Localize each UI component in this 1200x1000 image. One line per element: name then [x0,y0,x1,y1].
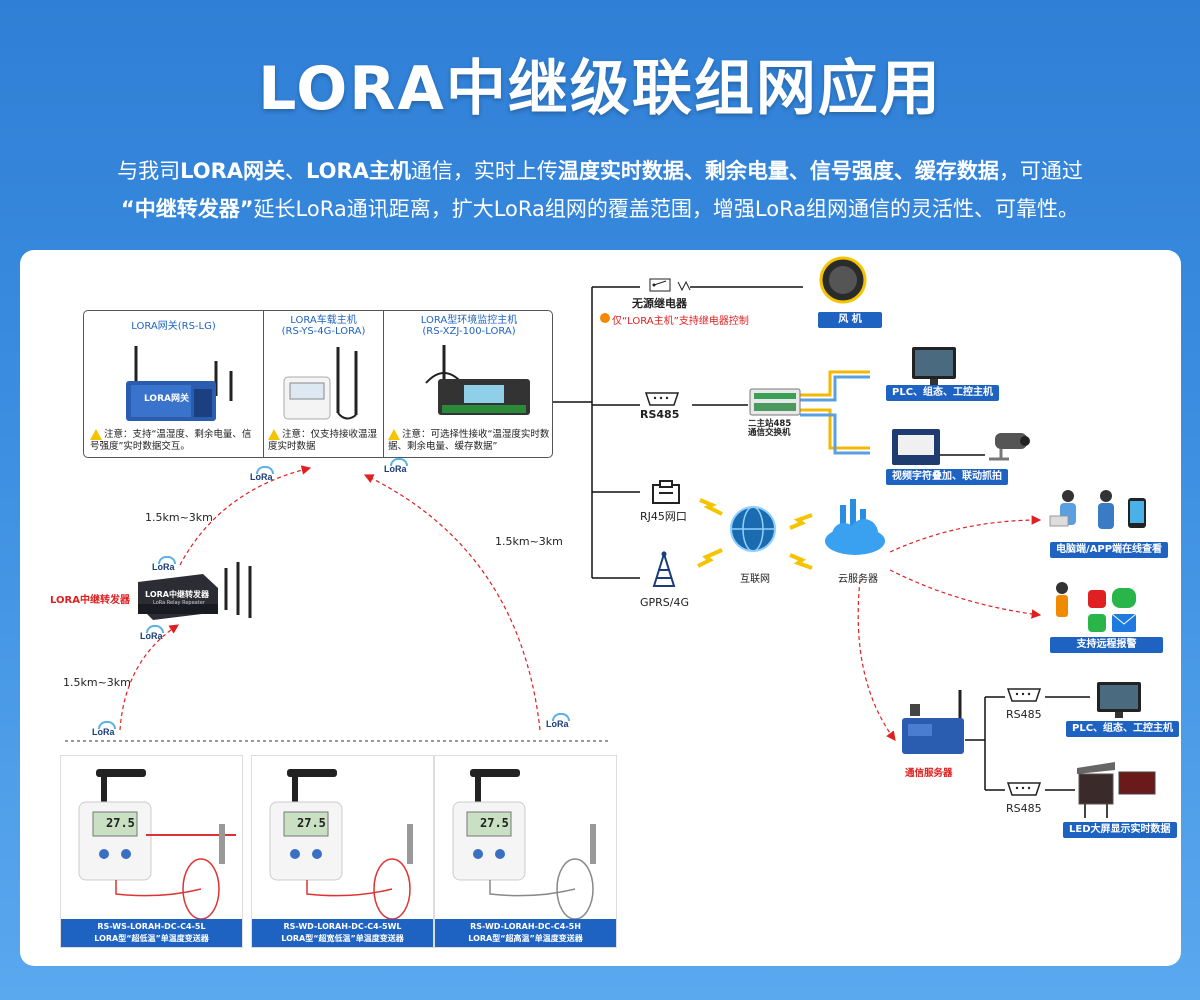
warning-icon [388,429,400,440]
lora-badge: LoRa [546,713,570,729]
host-box: LORA网关(RS-LG) LORA网关 注意：支持“温湿度、剩余电量、信号强度… [83,310,553,458]
distance-label: 1.5km~3km [495,535,563,548]
fan-icon [819,256,867,304]
lora-badge: LoRa [152,556,176,572]
env-monitor-host-icon [425,345,530,415]
app-tag: 电脑端/APP端在线查看 [1050,542,1169,558]
transmitter-reading: 27.5 [106,816,135,830]
gprs-label: GPRS/4G [640,596,690,609]
server-rs485-label: RS485 [1006,708,1042,721]
host-vehicle-note: 注意：仅支持接收温湿度实时数据 [268,429,378,452]
cloud-server-icon [825,499,885,555]
internet-label: 互联网 [740,574,770,585]
warning-icon [90,429,102,440]
host-gateway-note: 注意：支持“温湿度、剩余电量、信号强度”实时数据交互。 [90,429,252,452]
intro-text: 与我司LORA网关、LORA主机通信，实时上传温度实时数据、剩余电量、信号强度、… [117,159,1083,221]
cell-tower-icon [652,550,676,587]
lora-badge: LoRa [250,466,274,482]
led-screen-icon [1077,762,1156,818]
relay-switch-icon [649,278,691,292]
fan-tag: 风 机 [818,312,882,328]
vehicle-host-icon [283,347,358,420]
transmitter-reading: 27.5 [297,816,326,830]
rs485-label: RS485 [640,408,680,421]
rj45-label: RJ45网口 [640,510,687,523]
lora-badge: LoRa [92,721,116,737]
bullet-icon [600,313,610,323]
comm-server-label: 通信服务器 [905,768,953,779]
switch-label: 二主站485 通信交换机 [748,419,792,438]
plc2-tag: PLC、组态、工控主机 [1066,721,1180,737]
page-title: LORA中继级联组网应用 [258,54,942,124]
alarm-icons [1056,582,1137,632]
distance-label: 1.5km~3km [145,511,213,524]
db9-port-icon [645,392,679,406]
rj45-port-icon [652,480,680,504]
relay-label: LORA中继转发器 [50,595,130,606]
video-overlay-icon [892,429,940,465]
plc-tag: PLC、组态、工控主机 [886,385,1000,401]
alarm-tag: 支持远程报警 [1050,637,1163,653]
host-vehicle: LORA车载主机 (RS-YS-4G-LORA) 注意：仅支持接收温湿度实时数据 [264,311,384,457]
host-gateway: LORA网关(RS-LG) LORA网关 注意：支持“温湿度、剩余电量、信号强度… [84,311,264,457]
relay-device-text: LORA中继转发器 [145,590,209,599]
db9-port-icon [1007,688,1041,702]
lora-badge: LoRa [384,458,408,474]
host-env-monitor: LORA型环境监控主机 (RS-XZJ-100-LORA) 注意：可选择性接收“… [384,311,554,457]
comm-server-icon [902,690,964,754]
cloud-label: 云服务器 [838,574,878,585]
camera-icon [989,433,1030,461]
relay-device-sub: LoRa Relay Repeater [153,600,205,606]
transmitter-icon [78,769,236,920]
relay-note: 仅“LORA主机”支持继电器控制 [612,316,749,327]
globe-icon [730,506,776,552]
relay-device-icon [138,562,252,620]
warning-icon [268,429,280,440]
transmitter-icon [452,769,596,920]
db9-port-icon [1007,782,1041,796]
gateway-device-icon [126,346,233,421]
monitor-icon [1097,682,1141,718]
server-rs485-label: RS485 [1006,802,1042,815]
led-tag: LED大屏显示实时数据 [1063,822,1177,838]
switch-device-icon [749,388,801,416]
lora-badge: LoRa [140,625,164,641]
monitor-icon [912,347,956,385]
relay-output-label: 无源继电器 [632,297,687,310]
transmitter-reading: 27.5 [480,816,509,830]
distance-label: 1.5km~3km [63,676,131,689]
video-tag: 视频字符叠加、联动抓拍 [886,469,1008,485]
host-env-note: 注意：可选择性接收“温湿度实时数据、剩余电量、缓存数据” [388,429,550,452]
transmitter-icon [269,769,413,920]
people-device-icon [1049,490,1146,529]
